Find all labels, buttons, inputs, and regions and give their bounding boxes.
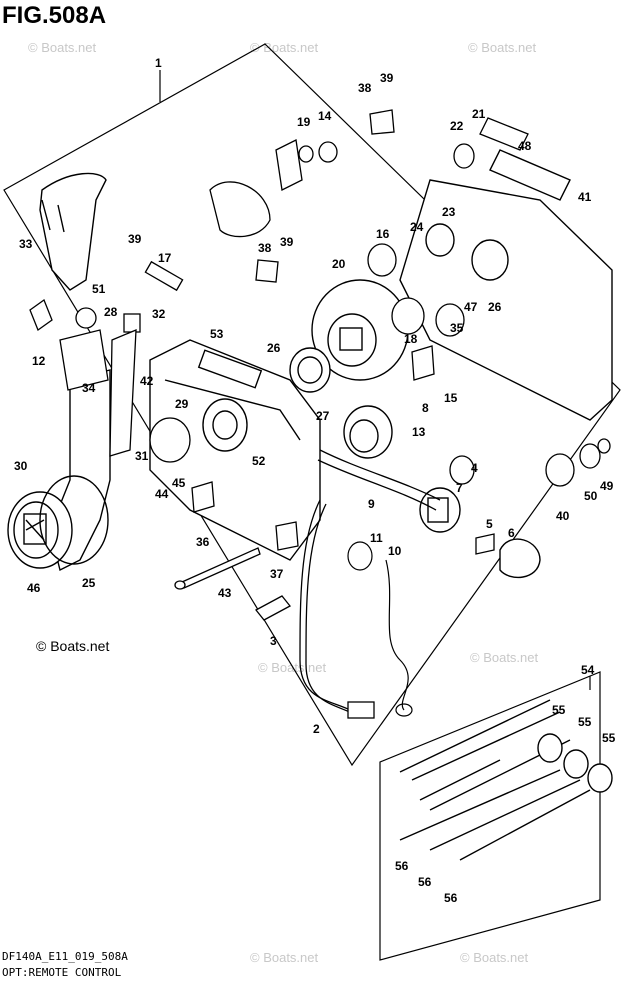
callout: 37 <box>270 567 284 581</box>
washer-set <box>545 438 611 487</box>
callout: 49 <box>600 479 614 493</box>
callout: 47 <box>464 300 478 314</box>
callout: 53 <box>210 327 224 341</box>
watermark: © Boats.net <box>250 950 319 965</box>
wire-harness <box>299 449 441 719</box>
callout: 12 <box>32 354 46 368</box>
callout: 48 <box>518 139 532 153</box>
callout: 42 <box>140 374 154 388</box>
callout: 19 <box>297 115 311 129</box>
callout: 35 <box>450 321 464 335</box>
callout: 55 <box>602 731 616 745</box>
callout-labels: 1 2 3 4 5 6 7 8 9 10 11 12 13 14 15 16 1… <box>14 56 616 905</box>
callout: 25 <box>82 576 96 590</box>
callout: 5 <box>486 517 493 531</box>
callout: 2 <box>313 722 320 736</box>
callout: 22 <box>450 119 464 133</box>
callout: 15 <box>444 391 458 405</box>
callout: 16 <box>376 227 390 241</box>
callout: 21 <box>472 107 486 121</box>
callout: 28 <box>104 305 118 319</box>
friction-plate <box>255 595 291 621</box>
diagram-code: DF140A_E11_019_508A <box>2 950 128 963</box>
callout: 7 <box>456 481 463 495</box>
callout: 26 <box>267 341 281 355</box>
callout: 1 <box>155 56 162 70</box>
callout: 41 <box>578 190 592 204</box>
callout: 38 <box>358 81 372 95</box>
callout: 17 <box>158 251 172 265</box>
watermark: © Boats.net <box>250 40 319 55</box>
callout: 56 <box>395 859 409 873</box>
callout: 14 <box>318 109 332 123</box>
lever-arm <box>7 369 111 572</box>
callout: 10 <box>388 544 402 558</box>
callout: 11 <box>370 531 383 545</box>
small-parts <box>29 109 529 555</box>
callout: 6 <box>508 526 515 540</box>
callout: 29 <box>175 397 189 411</box>
copyright-text: © Boats.net <box>36 638 110 654</box>
callout: 31 <box>135 449 149 463</box>
watermark: © Boats.net <box>28 40 97 55</box>
callout: 46 <box>27 581 41 595</box>
callout: 4 <box>471 461 478 475</box>
callout: 50 <box>584 489 598 503</box>
callout: 36 <box>196 535 210 549</box>
callout: 13 <box>412 425 426 439</box>
long-bolt <box>174 547 261 590</box>
callout: 39 <box>280 235 294 249</box>
callout: 56 <box>418 875 432 889</box>
side-plate <box>399 149 613 421</box>
kit-outline <box>3 43 621 767</box>
callout: 34 <box>82 381 96 395</box>
callout: 39 <box>380 71 394 85</box>
callout: 55 <box>552 703 566 717</box>
watermark: © Boats.net <box>460 950 529 965</box>
callout: 32 <box>152 307 166 321</box>
callout: 56 <box>444 891 458 905</box>
callout: 24 <box>410 220 424 234</box>
watermark: © Boats.net <box>470 650 539 665</box>
callout: 8 <box>422 401 429 415</box>
callout: 30 <box>14 459 28 473</box>
callout: 44 <box>155 487 169 501</box>
buzzer-part <box>343 405 393 459</box>
watermark: © Boats.net <box>468 40 537 55</box>
callout: 20 <box>332 257 346 271</box>
lanyard-part <box>347 541 413 717</box>
callout: 40 <box>556 509 570 523</box>
callout: 45 <box>172 476 186 490</box>
callout: 18 <box>404 332 418 346</box>
figure-title: FIG.508A <box>2 2 107 29</box>
diagram-caption: OPT:REMOTE CONTROL <box>2 966 122 979</box>
callout: 3 <box>270 634 277 648</box>
callout: 33 <box>19 237 33 251</box>
subkit-outline <box>379 671 601 961</box>
detent-plate <box>289 279 409 393</box>
callout: 51 <box>92 282 106 296</box>
kit-rods <box>399 699 613 861</box>
callout: 52 <box>252 454 266 468</box>
callout: 54 <box>581 663 595 677</box>
key-switch <box>419 487 541 579</box>
handle-part <box>39 172 107 291</box>
callout: 43 <box>218 586 232 600</box>
callout: 39 <box>128 232 142 246</box>
callout: 55 <box>578 715 592 729</box>
callout: 26 <box>488 300 502 314</box>
control-housing <box>149 339 321 561</box>
watermark: © Boats.net <box>258 660 327 675</box>
callout: 9 <box>368 497 375 511</box>
callout: 27 <box>316 409 330 423</box>
callout: 38 <box>258 241 272 255</box>
callout: 23 <box>442 205 456 219</box>
